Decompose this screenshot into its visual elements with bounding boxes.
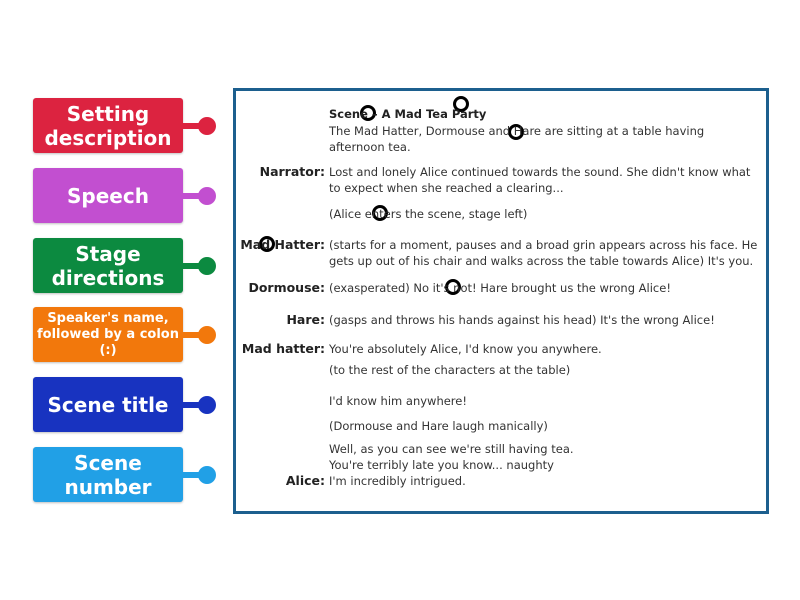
drop-target-hotspot[interactable] bbox=[445, 279, 461, 295]
speaker-name: Narrator: bbox=[259, 164, 325, 179]
script-line: to expect when she reached a clearing... bbox=[329, 181, 564, 195]
setting-line: The Mad Hatter, Dormouse and Hare are si… bbox=[329, 124, 705, 138]
label-pin-icon[interactable] bbox=[198, 466, 216, 484]
label-text: Speaker's name, followed by a colon (:) bbox=[37, 310, 179, 358]
label-text: Scene title bbox=[47, 392, 169, 417]
label-pin-icon[interactable] bbox=[198, 187, 216, 205]
script-line: (to the rest of the characters at the ta… bbox=[329, 363, 571, 377]
label-connector bbox=[183, 402, 201, 408]
script-line: Lost and lonely Alice continued towards … bbox=[329, 165, 751, 179]
script-line: You're terribly late you know... naughty bbox=[329, 458, 554, 472]
label-connector bbox=[183, 332, 201, 338]
script-line: I'd know him anywhere! bbox=[329, 394, 467, 408]
label-connector bbox=[183, 472, 201, 478]
draggable-label[interactable]: Stage directions bbox=[33, 238, 183, 293]
draggable-label[interactable]: Speech bbox=[33, 168, 183, 223]
drop-target-hotspot[interactable] bbox=[453, 96, 469, 112]
label-connector bbox=[183, 193, 201, 199]
speaker-name: Alice: bbox=[285, 473, 325, 488]
script-line: (Dormouse and Hare laugh manically) bbox=[329, 419, 548, 433]
label-text: Setting description bbox=[44, 101, 172, 150]
script-line: I'm incredibly intrigued. bbox=[329, 474, 466, 488]
script-line: Well, as you can see we're still having … bbox=[329, 442, 574, 456]
speaker-name: Dormouse: bbox=[248, 280, 325, 295]
label-connector bbox=[183, 123, 201, 129]
scene-title-text: Scene – A Mad Tea Party bbox=[329, 107, 487, 121]
script-line: (gasps and throws his hands against his … bbox=[329, 313, 715, 327]
script-line: You're absolutely Alice, I'd know you an… bbox=[329, 342, 602, 356]
script-line: (Alice enters the scene, stage left) bbox=[329, 207, 528, 221]
label-connector bbox=[183, 263, 201, 269]
script-line: (starts for a moment, pauses and a broad… bbox=[329, 238, 758, 252]
playscript-panel: Scene – A Mad Tea Party The Mad Hatter, … bbox=[233, 88, 769, 514]
label-text: Speech bbox=[67, 183, 149, 208]
label-pin-icon[interactable] bbox=[198, 117, 216, 135]
setting-line: afternoon tea. bbox=[329, 140, 411, 154]
drop-target-hotspot[interactable] bbox=[360, 105, 376, 121]
speaker-name: Mad Hatter: bbox=[240, 237, 325, 252]
draggable-label[interactable]: Scene title bbox=[33, 377, 183, 432]
drop-target-hotspot[interactable] bbox=[259, 236, 275, 252]
label-text: Scene number bbox=[64, 450, 152, 499]
drop-target-hotspot[interactable] bbox=[372, 205, 388, 221]
script-line: (exasperated) No it's not! Hare brought … bbox=[329, 281, 671, 295]
speaker-name: Mad hatter: bbox=[241, 341, 325, 356]
script-line: gets up out of his chair and walks acros… bbox=[329, 254, 754, 268]
label-text: Stage directions bbox=[51, 241, 165, 290]
draggable-label[interactable]: Speaker's name, followed by a colon (:) bbox=[33, 307, 183, 362]
label-pin-icon[interactable] bbox=[198, 396, 216, 414]
label-pin-icon[interactable] bbox=[198, 326, 216, 344]
drop-target-hotspot[interactable] bbox=[508, 124, 524, 140]
speaker-name: Hare: bbox=[286, 312, 325, 327]
draggable-label[interactable]: Scene number bbox=[33, 447, 183, 502]
draggable-label[interactable]: Setting description bbox=[33, 98, 183, 153]
label-pin-icon[interactable] bbox=[198, 257, 216, 275]
